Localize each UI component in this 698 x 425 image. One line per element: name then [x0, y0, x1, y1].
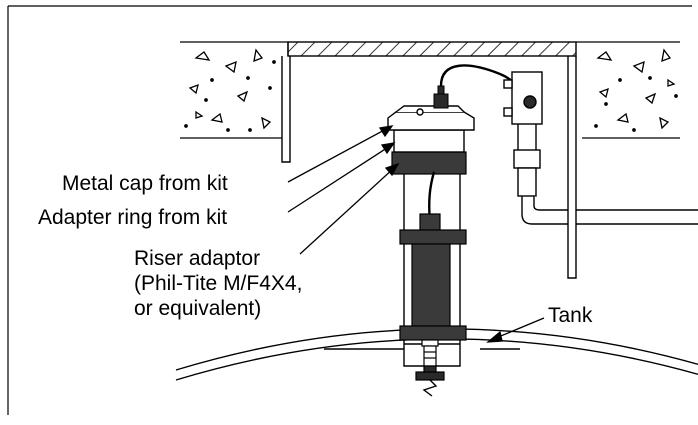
adapter-ring: [391, 151, 467, 175]
leader-tank: [495, 317, 545, 339]
metal-cap: [387, 105, 475, 153]
soil-left: [180, 41, 289, 139]
cable-gland: [433, 85, 449, 109]
leader-lines: [287, 125, 545, 343]
leader-metal-cap: [287, 127, 389, 183]
soil-right: [576, 41, 680, 139]
leader-riser: [299, 167, 395, 255]
junction-box: [503, 71, 543, 125]
conduit: [513, 124, 698, 225]
manhole-lid: [287, 41, 577, 57]
label-metal-cap: Metal cap from kit: [62, 172, 228, 195]
label-tank: Tank: [548, 304, 593, 327]
label-adapter-ring: Adapter ring from kit: [38, 206, 227, 229]
frame: [7, 5, 692, 415]
sensor-probe: [399, 213, 467, 397]
manhole-wall-right: [567, 56, 577, 279]
manhole-wall-left: [281, 56, 291, 163]
label-riser-line1: Riser adaptor: [134, 247, 260, 270]
leader-adapter-ring: [287, 145, 391, 213]
label-riser-line3: or equivalent): [134, 297, 261, 320]
label-riser-line2: (Phil-Tite M/F4X4,: [134, 272, 302, 295]
